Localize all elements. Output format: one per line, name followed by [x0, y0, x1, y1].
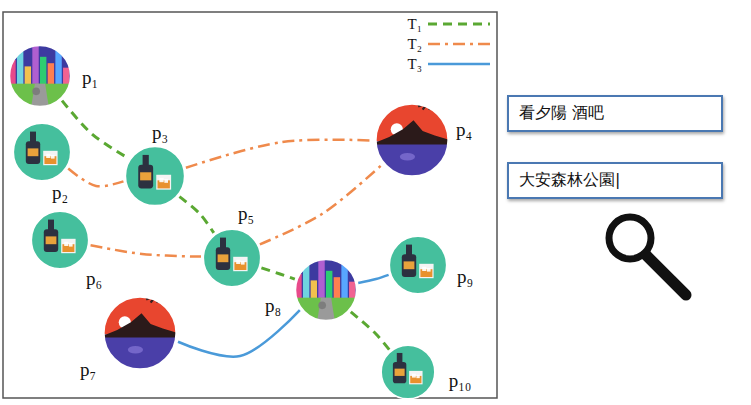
- legend-label: T₃: [408, 57, 422, 72]
- trajectory-line: [179, 197, 213, 233]
- trajectory-line: [91, 245, 201, 256]
- bar-icon: [12, 122, 72, 182]
- trajectory-line: [261, 268, 294, 279]
- trajectory-line: [62, 101, 128, 159]
- point-label: p₃: [150, 123, 170, 144]
- trajectory-line: [260, 165, 382, 245]
- point-label: p₆: [84, 269, 104, 290]
- point-label: p₂: [50, 183, 70, 204]
- point-label: p₄: [454, 120, 474, 141]
- poi-circle: p₁: [8, 44, 72, 108]
- poi-circle: p₇: [102, 295, 178, 371]
- legend-label: T₁: [408, 17, 422, 32]
- trajectory-line: [351, 312, 390, 350]
- legend-label: T₂: [408, 37, 422, 52]
- map-frame: [3, 12, 497, 398]
- search-input-box: 看夕陽 酒吧: [507, 95, 723, 132]
- poi-circle: p₄: [374, 102, 450, 178]
- sunset-icon: [102, 295, 178, 371]
- trajectory-line: [178, 310, 300, 357]
- city-icon: [8, 44, 72, 108]
- city-icon: [294, 258, 358, 322]
- poi-circle: p₅: [202, 228, 262, 288]
- trajectory-line: [68, 169, 123, 187]
- point-label: p₉: [455, 267, 475, 288]
- bar-icon: [388, 235, 448, 295]
- bar-icon: [202, 228, 262, 288]
- point-label: p₅: [236, 204, 256, 225]
- poi-circle: p₆: [30, 210, 90, 270]
- trajectory-line: [358, 275, 388, 283]
- legend-sample: [428, 23, 490, 26]
- search-input-box: 大安森林公園|: [507, 162, 723, 199]
- poi-circle: p₉: [388, 235, 448, 295]
- legend-samples: [428, 24, 490, 64]
- bar-icon: [124, 145, 186, 207]
- sunset-icon: [374, 102, 450, 178]
- trajectory-line: [186, 140, 373, 168]
- point-label: p₇: [78, 360, 98, 381]
- search-icon: [609, 217, 686, 295]
- point-label: p₁₀: [447, 371, 474, 392]
- legend-sample: [428, 63, 490, 66]
- poi-circle: p₂: [12, 122, 72, 182]
- poi-circle: p₁₀: [380, 344, 436, 400]
- point-label: p₈: [263, 296, 283, 317]
- bar-icon: [30, 210, 90, 270]
- point-label: p₁: [80, 68, 100, 89]
- query-text: 大安森林公園|: [519, 170, 620, 189]
- poi-circle: p₃: [124, 145, 186, 207]
- legend-sample: [428, 43, 490, 46]
- bar-icon: [380, 344, 436, 400]
- query-text: 看夕陽 酒吧: [519, 103, 604, 122]
- poi-circle: p₈: [294, 258, 358, 322]
